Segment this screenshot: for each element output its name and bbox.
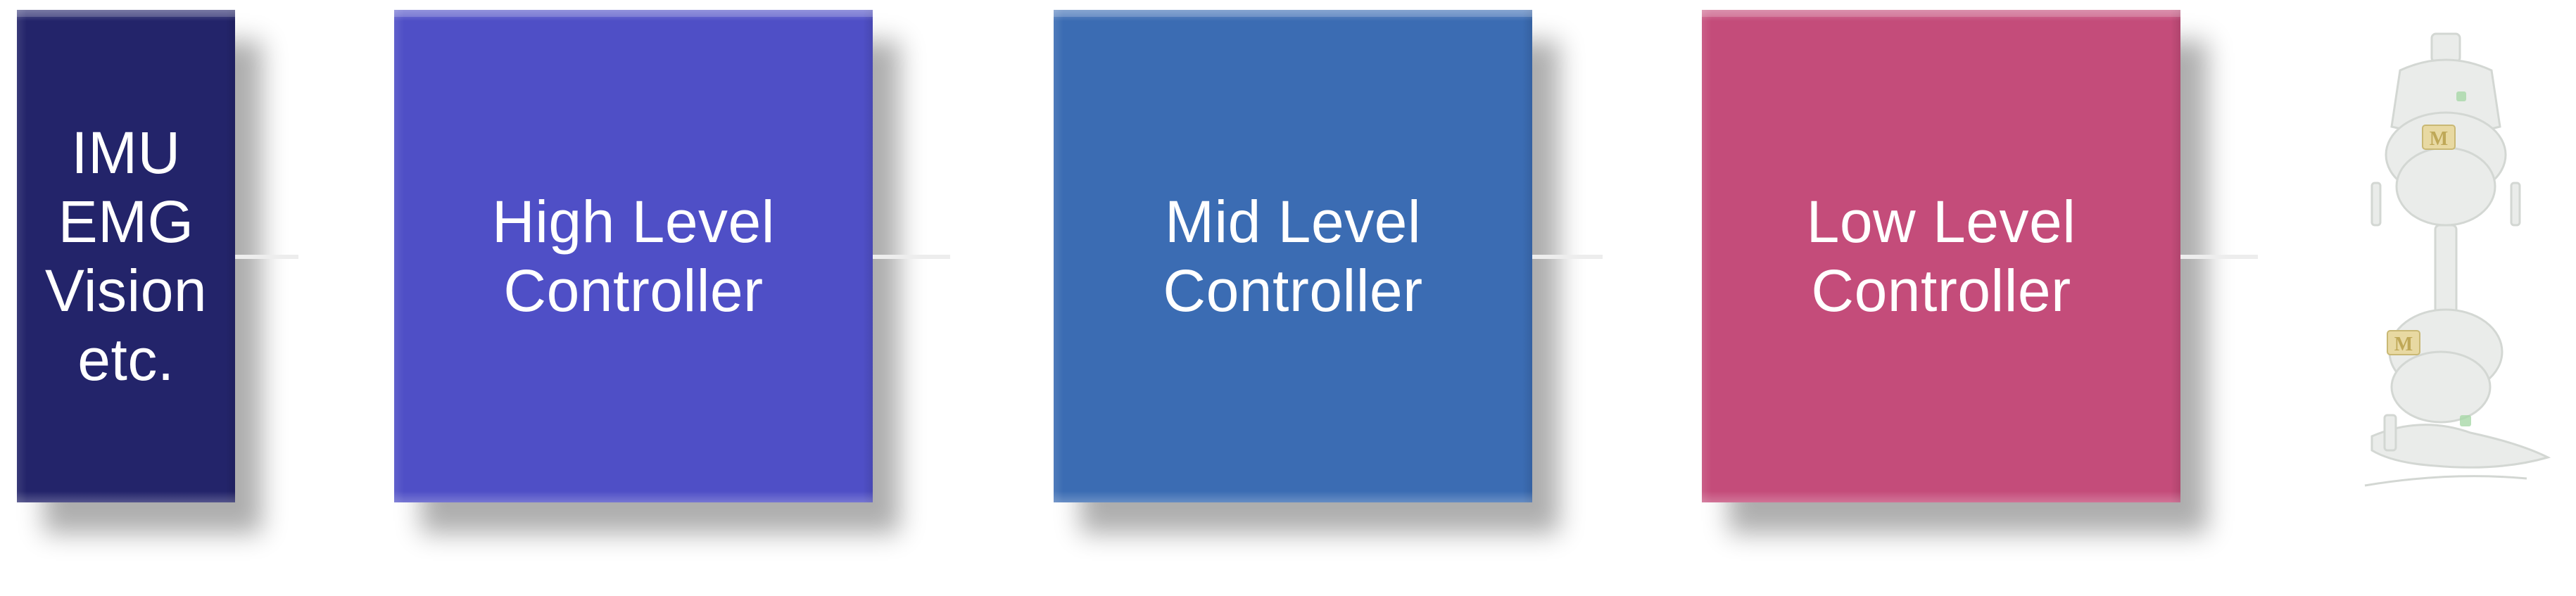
logo-letter-upper: M [2430,128,2448,150]
connector-line [873,255,950,259]
sensor-inputs-label: IMU EMG Vision etc. [44,120,208,393]
logo-letter-lower: M [2394,334,2413,355]
sensor-inputs-block: IMU EMG Vision etc. [17,10,235,502]
high-level-controller-block: High Level Controller [394,10,873,502]
low-level-controller-label: Low Level Controller [1806,189,2076,324]
mid-level-controller-label: Mid Level Controller [1163,189,1423,324]
connector-line [235,255,298,259]
high-level-controller-label: High Level Controller [492,189,775,324]
prosthetic-leg-icon: M M [2364,32,2551,487]
connector-line [2180,255,2258,259]
low-level-controller-block: Low Level Controller [1702,10,2180,502]
mid-level-controller-block: Mid Level Controller [1054,10,1532,502]
connector-line [1532,255,1603,259]
